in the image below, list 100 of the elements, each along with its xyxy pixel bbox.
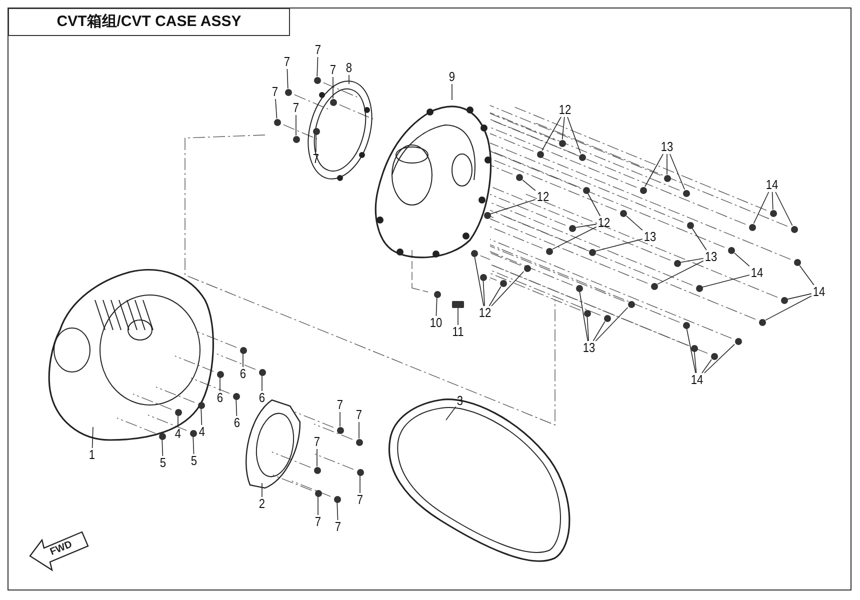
callout-number: 7: [334, 520, 342, 534]
fastener: [314, 76, 320, 84]
fastener: [314, 490, 322, 496]
leader-line: [588, 193, 601, 216]
leader-line: [242, 353, 244, 368]
fastener: [232, 392, 240, 400]
fastener: [682, 190, 690, 196]
fastener: [174, 408, 182, 416]
callout-number: 14: [749, 266, 765, 280]
callout-number: 7: [356, 493, 364, 507]
leader-line: [522, 180, 536, 191]
fastener: [356, 468, 364, 476]
callout-number: 8: [344, 61, 354, 75]
leader-line: [542, 116, 562, 151]
fastener: [640, 186, 646, 194]
fastener: [650, 282, 658, 290]
leader-line: [765, 296, 812, 321]
leader-line: [753, 192, 770, 224]
leader-line: [692, 228, 707, 250]
fastener: [292, 136, 300, 142]
fastener: [710, 352, 718, 360]
leader-line: [702, 359, 712, 374]
fastener: [334, 496, 340, 502]
leader-line: [446, 406, 456, 420]
callout-number: 14: [764, 178, 780, 192]
leader-line: [358, 422, 360, 439]
fastener: [588, 248, 596, 256]
callout-number: 11: [450, 325, 466, 339]
fastener: [576, 284, 582, 292]
leader-line: [680, 258, 704, 263]
callout-number: 7: [314, 515, 322, 529]
callout-number: 7: [314, 43, 322, 57]
fastener: [734, 338, 742, 344]
fastener: [728, 246, 734, 254]
callout-number: 9: [448, 70, 456, 84]
fastener: [274, 118, 280, 126]
direction-label: FWD: [48, 540, 74, 558]
leader-line: [490, 199, 536, 214]
callout-number: 12: [477, 306, 493, 320]
leader-line: [488, 286, 502, 306]
leader-line: [702, 274, 750, 288]
fastener: [578, 154, 586, 160]
callout-number: 6: [258, 391, 266, 405]
callout-number: 6: [238, 367, 248, 381]
leader-line: [236, 399, 238, 416]
leader-line: [579, 291, 588, 342]
leader-line: [316, 56, 318, 77]
fastener: [690, 344, 698, 352]
callout-number: 7: [312, 152, 320, 166]
leader-line: [575, 224, 597, 228]
leader-line: [332, 76, 334, 99]
fastener: [558, 140, 566, 146]
callout-number: 4: [198, 425, 206, 439]
fastener: [314, 466, 320, 474]
fastener: [748, 224, 756, 230]
callout-number: 14: [811, 285, 827, 299]
callout-number: 7: [354, 408, 364, 422]
fastener: [758, 318, 766, 326]
fastener: [682, 322, 690, 328]
fastener: [198, 402, 204, 408]
leader-line: [286, 68, 288, 89]
fastener: [546, 248, 552, 254]
callout-number: 7: [292, 101, 300, 115]
fastener: [686, 222, 694, 228]
leader-line: [657, 260, 704, 285]
fastener: [190, 430, 196, 436]
fastener: [582, 186, 590, 194]
bracket: [452, 300, 464, 308]
callout-number: 5: [190, 454, 198, 468]
callout-number: 4: [174, 427, 182, 441]
leader-line: [686, 328, 696, 374]
leader-line: [348, 74, 350, 84]
fastener: [794, 258, 800, 266]
leader-line: [644, 154, 664, 187]
fastener: [470, 250, 478, 256]
leader-line: [775, 192, 793, 226]
fastener: [628, 300, 634, 308]
fastener: [484, 212, 490, 218]
leader-line: [336, 502, 338, 520]
callout-number: 12: [557, 103, 573, 117]
fastener: [480, 274, 486, 280]
title-banner: CVT箱组/CVT CASE ASSY: [8, 8, 290, 36]
fastener: [216, 370, 224, 378]
callout-number: 7: [282, 55, 292, 69]
fastener: [790, 226, 798, 232]
leader-line: [562, 116, 565, 140]
fastener: [500, 280, 506, 286]
leader-line: [436, 297, 438, 316]
leader-line: [595, 307, 628, 342]
callout-number: 6: [232, 416, 242, 430]
leader-line: [474, 256, 484, 306]
leader-line: [482, 280, 485, 306]
leader-line: [567, 116, 582, 154]
leader-line: [734, 252, 750, 267]
callout-number: 13: [703, 250, 719, 264]
callout-number: 7: [270, 85, 280, 99]
leader-line: [666, 154, 668, 175]
fastener: [312, 128, 320, 134]
callout-number: 7: [312, 435, 322, 449]
fastener: [664, 174, 670, 182]
